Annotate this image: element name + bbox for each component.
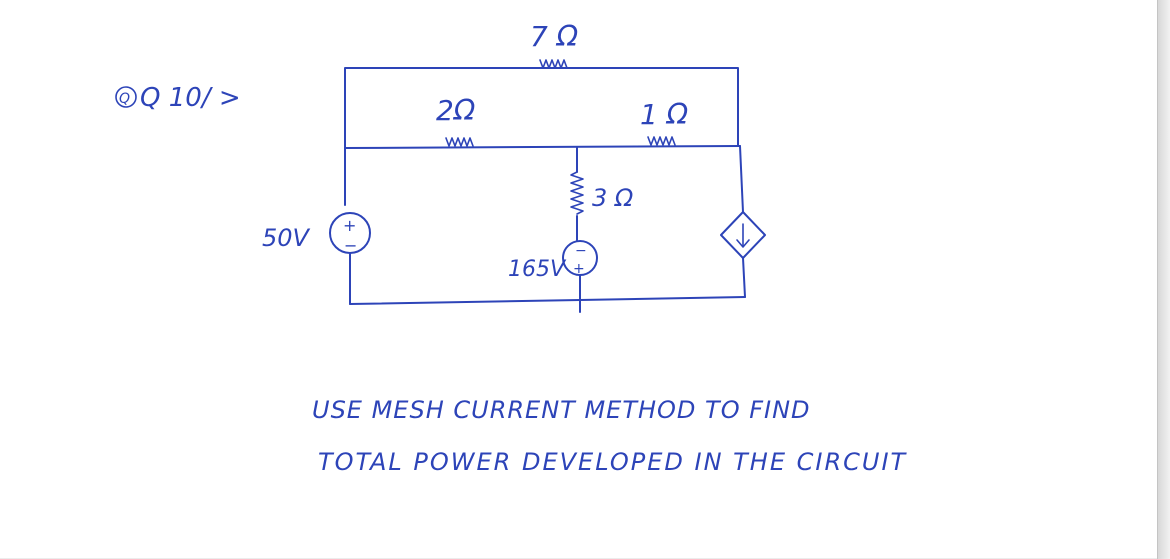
top-wire (344, 67, 739, 149)
source-165v-minus: − (575, 243, 587, 259)
circled-q-icon (115, 86, 137, 108)
resistor-2ohm-icon (445, 137, 474, 147)
resistor-1ohm-label: 1 Ω (640, 98, 689, 131)
question-q-letter: Q (119, 91, 130, 107)
source-165v-plus: + (573, 261, 585, 277)
right-wire-top (739, 145, 744, 213)
resistor-7ohm-icon (539, 59, 568, 69)
source-50v-minus: − (344, 236, 357, 255)
right-branch (720, 145, 766, 298)
instruction-line-1: USE MESH CURRENT METHOD TO FIND (312, 396, 811, 424)
bottom-wire (349, 296, 746, 305)
source-165v-label: 165V (508, 257, 567, 282)
resistor-2ohm-label: 2Ω (436, 94, 476, 127)
top-branch: 7 Ω (344, 20, 739, 149)
middle-wire (344, 145, 741, 149)
resistor-1ohm-icon (647, 136, 676, 146)
source-50v-plus: + (343, 216, 356, 235)
right-wire-bottom (742, 257, 746, 298)
center-branch: 3 Ω − + 165V (508, 147, 634, 301)
question-label: Q 10/ > (140, 83, 241, 113)
bottom-branch (349, 296, 746, 313)
scrollbar-edge[interactable] (1157, 0, 1170, 559)
resistor-3ohm-label: 3 Ω (592, 184, 634, 212)
resistor-7ohm-label: 7 Ω (530, 20, 579, 53)
middle-branch: 2Ω 1 Ω (344, 94, 741, 149)
resistor-3ohm-icon (570, 171, 584, 215)
current-arrow-down-icon (736, 239, 750, 248)
question-marker: Q Q 10/ > (115, 83, 241, 113)
instruction-line-2: TOTAL POWER DEVELOPED IN THE CIRCUIT (318, 448, 908, 476)
left-branch: + − 50V (262, 147, 371, 305)
source-50v-label: 50V (262, 224, 311, 252)
